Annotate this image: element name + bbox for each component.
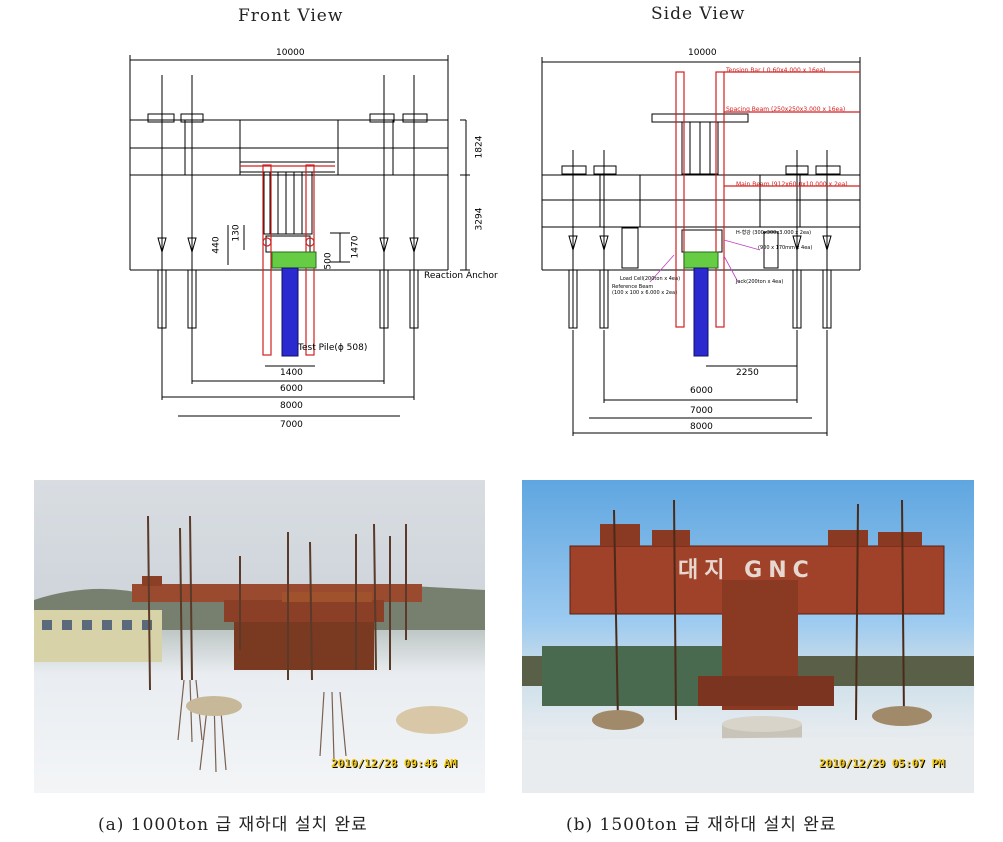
- side-view-title: Side View: [651, 4, 746, 24]
- front-dim-8000: 8000: [280, 401, 303, 411]
- side-reference-beam-spec: (100 x 100 x 6.000 x 2ea): [612, 290, 678, 296]
- front-reaction-anchor-label: Reaction Anchor: [424, 271, 498, 281]
- side-main-beam-label: Main Beam (912x60.0x10.000 x 2ea): [736, 181, 848, 188]
- side-annotation-h-beam: H-형강 (300x300x3.000 x 2ea): [736, 230, 812, 236]
- side-annotation-f: (900 x 170mm x 4ea): [758, 245, 813, 251]
- side-tension-bar-label: Tension Bar ( 0.60x4.000 x 16ea): [726, 67, 826, 74]
- photo-1500ton-frame: 대지 GNC 2010/12/29 05:07 PM: [522, 480, 974, 793]
- front-view-title: Front View: [238, 6, 344, 26]
- side-dim-6000: 6000: [690, 386, 713, 396]
- front-dim-6000: 6000: [280, 384, 303, 394]
- side-jack-label: Jack(200ton x 4ea): [736, 279, 784, 285]
- side-dim-2250: 2250: [736, 368, 759, 378]
- side-load-cell-label: Load Cell(200ton x 4ea): [620, 276, 681, 282]
- photo-a-timestamp: 2010/12/28 09:46 AM: [331, 757, 457, 770]
- side-dim-7000: 7000: [690, 406, 713, 416]
- caption-b: (b) 1500ton 급 재하대 설치 완료: [566, 815, 837, 835]
- caption-a: (a) 1000ton 급 재하대 설치 완료: [98, 815, 368, 835]
- front-test-pile-label: Test Pile(ϕ 508): [298, 343, 368, 353]
- front-dim-10000: 10000: [276, 48, 305, 58]
- side-spacing-beam-label: Spacing Beam (250x250x3.000 x 16ea): [726, 106, 846, 113]
- side-reference-beam-label: Reference Beam: [612, 284, 654, 290]
- side-dim-8000: 8000: [690, 422, 713, 432]
- front-dim-1400: 1400: [280, 368, 303, 378]
- photo-1000ton-frame: 2010/12/28 09:46 AM: [34, 480, 485, 793]
- photo-b-timestamp: 2010/12/29 05:07 PM: [819, 757, 945, 770]
- front-dim-7000: 7000: [280, 420, 303, 430]
- side-dim-10000: 10000: [688, 48, 717, 58]
- photo-b-sign: 대지 GNC: [678, 558, 815, 583]
